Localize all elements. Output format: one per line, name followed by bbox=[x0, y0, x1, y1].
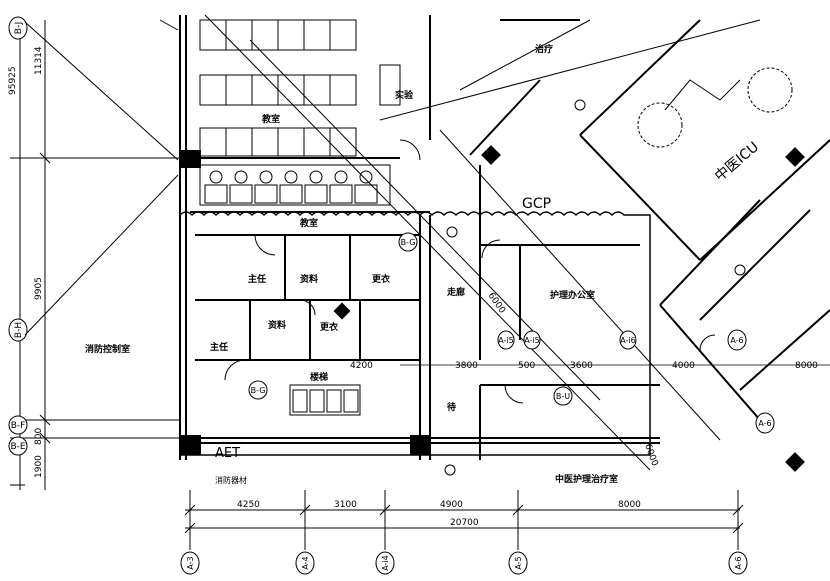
interior-axis-bubble-ai5-2: A-i5 bbox=[523, 330, 541, 350]
inner-dim-8000: 8000 bbox=[795, 361, 818, 371]
inner-dim-3800: 3800 bbox=[455, 361, 478, 371]
svg-text:A-3: A-3 bbox=[186, 556, 195, 569]
inner-dim-500: 500 bbox=[518, 361, 535, 371]
svg-text:B-U: B-U bbox=[556, 392, 570, 401]
svg-text:B-G: B-G bbox=[251, 386, 266, 395]
axis-bubble-ai4: A-i4 bbox=[375, 551, 395, 575]
interior-axis-bubble-bu: B-U bbox=[553, 386, 573, 406]
interior-axis-bubble-a6-2: A-6 bbox=[755, 412, 775, 434]
bottom-dimension-chain bbox=[184, 490, 744, 550]
svg-text:A-i4: A-i4 bbox=[381, 555, 390, 571]
room-corridor: 走廊 bbox=[446, 286, 465, 298]
bottom-dim-8000: 8000 bbox=[618, 500, 641, 510]
dim-9905: 9905 bbox=[34, 277, 44, 300]
bottom-dim-3100: 3100 bbox=[334, 500, 357, 510]
interior-axis-bubble-a6-1: A-6 bbox=[727, 329, 747, 351]
axis-label-be: B-E bbox=[10, 442, 25, 452]
room-icu: 中医ICU bbox=[712, 139, 762, 185]
axis-bubble-a5: A-5 bbox=[508, 551, 528, 575]
room-classroom-top: 教室 bbox=[261, 113, 280, 125]
icu-equipment bbox=[444, 67, 793, 476]
room-sub: 待 bbox=[447, 401, 456, 413]
dim-1900: 1900 bbox=[34, 455, 44, 478]
workstation-row bbox=[199, 164, 391, 416]
room-top-right: 治疗 bbox=[535, 43, 553, 55]
room-director-1: 主任 bbox=[248, 273, 266, 285]
axis-bubble-bj: B-J bbox=[8, 16, 28, 40]
room-gcp-label: GCP bbox=[522, 196, 551, 212]
room-stairs: 楼梯 bbox=[310, 371, 328, 383]
room-nurse-office: 护理办公室 bbox=[550, 289, 595, 301]
room-aet-sub: 消防器材 bbox=[215, 475, 247, 485]
svg-text:A-6: A-6 bbox=[758, 419, 771, 428]
bottom-dim-4250: 4250 bbox=[237, 500, 260, 510]
axis-bubble-a3: A-3 bbox=[180, 551, 200, 575]
axis-label-bj: B-J bbox=[14, 22, 24, 35]
svg-text:A-5: A-5 bbox=[514, 556, 523, 569]
svg-text:A-i6: A-i6 bbox=[620, 336, 636, 345]
room-prep-1: 更衣 bbox=[372, 273, 390, 285]
axis-label-bh: B-H bbox=[14, 322, 24, 338]
room-data-1: 资料 bbox=[300, 273, 318, 285]
room-treatment: 中医护理治疗室 bbox=[555, 473, 618, 485]
interior-axis-bubble-ai6: A-i6 bbox=[619, 330, 637, 350]
interior-axis-bubble-bg-2: B-G bbox=[248, 380, 268, 400]
axis-bubble-bf: B-F bbox=[8, 415, 28, 435]
revision-cloud bbox=[179, 211, 651, 456]
axis-label-bf: B-F bbox=[11, 421, 26, 431]
classroom-desks bbox=[199, 19, 401, 157]
dim-800: 800 bbox=[34, 428, 44, 445]
room-lab: 实验 bbox=[395, 89, 414, 101]
svg-text:A-i5: A-i5 bbox=[498, 336, 514, 345]
interior-axis-bubble-ai5-1: A-i5 bbox=[497, 330, 515, 350]
door-swings bbox=[224, 139, 716, 404]
svg-text:A-i5: A-i5 bbox=[524, 336, 540, 345]
axis-bubble-a6: A-6 bbox=[728, 551, 748, 575]
axis-bubble-a4: A-4 bbox=[295, 551, 315, 575]
dim-95925: 95925 bbox=[8, 66, 18, 95]
room-prep-2: 更衣 bbox=[320, 321, 338, 333]
svg-text:A-4: A-4 bbox=[301, 556, 310, 569]
inner-dim-4200: 4200 bbox=[350, 361, 373, 371]
room-data-2: 资料 bbox=[268, 319, 286, 331]
interior-axis-bubble-bg-1: B-G bbox=[398, 232, 418, 252]
dim-11314: 11314 bbox=[34, 46, 44, 75]
axis-bubble-be: B-E bbox=[8, 436, 28, 456]
diagonal-guides bbox=[24, 14, 761, 471]
diag-dim-6000-a: 6000 bbox=[486, 291, 507, 316]
room-aet-label: AET bbox=[215, 446, 240, 461]
inner-dim-3600: 3600 bbox=[570, 361, 593, 371]
room-director-2: 主任 bbox=[210, 341, 228, 353]
inner-dim-4000: 4000 bbox=[672, 361, 695, 371]
axis-bubble-bh: B-H bbox=[8, 318, 28, 342]
svg-text:B-G: B-G bbox=[401, 238, 416, 247]
left-dimension-chain bbox=[10, 20, 180, 490]
structural-columns bbox=[181, 145, 805, 472]
room-classroom-mid: 教室 bbox=[299, 217, 318, 229]
svg-text:A-6: A-6 bbox=[734, 556, 743, 569]
bottom-dim-4900: 4900 bbox=[440, 500, 463, 510]
room-fire-control: 消防控制室 bbox=[85, 343, 130, 355]
svg-text:A-6: A-6 bbox=[730, 336, 743, 345]
bottom-dim-total: 20700 bbox=[450, 518, 479, 528]
